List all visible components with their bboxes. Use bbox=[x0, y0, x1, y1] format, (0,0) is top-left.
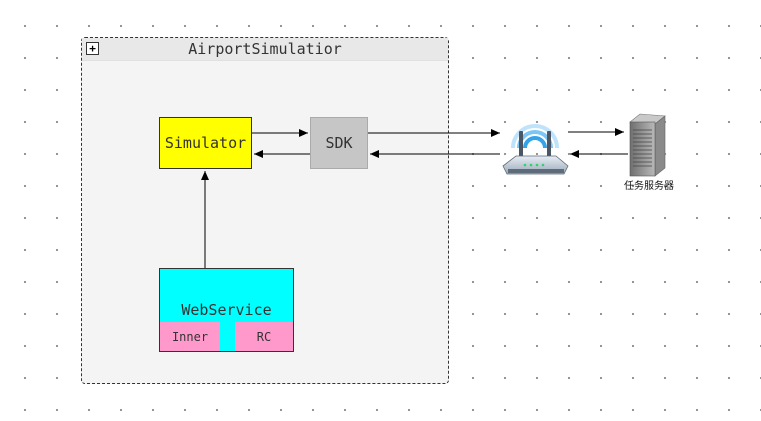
server-label: 任务服务器 bbox=[624, 181, 674, 192]
group-header: + AirportSimulatior bbox=[82, 38, 448, 61]
port-inner-label: Inner bbox=[171, 329, 209, 344]
webservice-label: WebService bbox=[181, 301, 272, 319]
simulator-label: Simulator bbox=[164, 134, 247, 152]
sdk-label: SDK bbox=[325, 134, 353, 152]
port-rc-label: RC bbox=[256, 329, 272, 344]
expand-plus-icon[interactable]: + bbox=[86, 42, 99, 55]
sdk-node[interactable]: SDK bbox=[310, 117, 368, 169]
simulator-node[interactable]: Simulator bbox=[159, 117, 252, 169]
wifi-router-icon[interactable] bbox=[502, 124, 569, 175]
port-inner[interactable]: Inner bbox=[160, 322, 220, 351]
port-rc[interactable]: RC bbox=[235, 322, 293, 351]
server-icon[interactable] bbox=[629, 113, 666, 177]
group-title: AirportSimulatior bbox=[188, 40, 342, 58]
webservice-node[interactable]: WebService Inner RC bbox=[159, 268, 294, 352]
